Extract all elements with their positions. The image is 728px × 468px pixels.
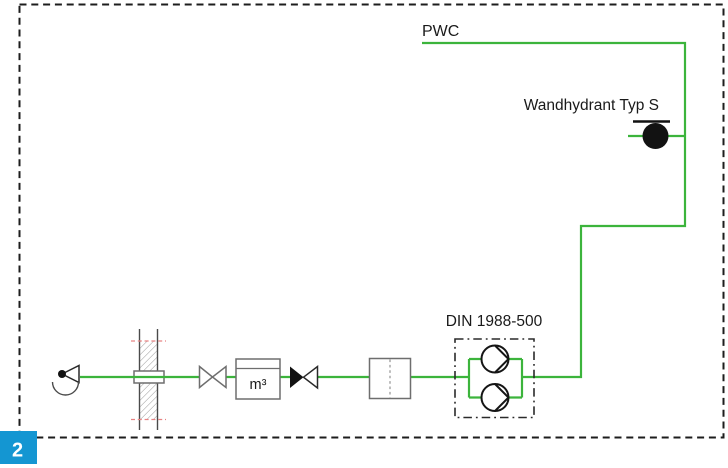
hydrant-dot (642, 123, 669, 149)
valve-left-triangle (198, 364, 214, 390)
valve-right-triangle (211, 364, 227, 390)
pump-bottom-impeller (494, 383, 510, 412)
hydrant-label: Wandhydrant Typ S (524, 97, 659, 114)
supply-funnel-arc (51, 381, 80, 396)
badge-number: 2 (12, 440, 23, 462)
supply-connection-icon (51, 364, 80, 396)
check-valve-open-triangle (302, 364, 319, 390)
figure-number-badge: 2 (0, 431, 37, 464)
pump-bottom (480, 383, 510, 412)
wall-penetration-icon (131, 329, 166, 430)
check-valve-icon (290, 364, 319, 390)
pump-unit-boundary (454, 338, 535, 419)
filter-icon (368, 357, 412, 400)
wall-hydrant-icon: Wandhydrant Typ S (524, 97, 670, 149)
water-meter-icon: m³ (235, 358, 281, 400)
pump-top-impeller (494, 344, 510, 374)
shutoff-valve-icon (198, 364, 227, 390)
meter-unit-label: m³ (250, 377, 267, 393)
pump-unit-label: DIN 1988-500 (446, 313, 543, 330)
badge-background (0, 431, 37, 464)
check-valve-solid-triangle (290, 366, 304, 388)
pipe-label: PWC (422, 23, 459, 40)
pump-top (480, 344, 510, 374)
supply-cone (60, 364, 80, 384)
supply-dot (58, 370, 66, 378)
meter-body (235, 358, 281, 400)
twin-pump-unit-icon: DIN 1988-500 (446, 313, 543, 419)
drawing-border (18, 3, 725, 439)
